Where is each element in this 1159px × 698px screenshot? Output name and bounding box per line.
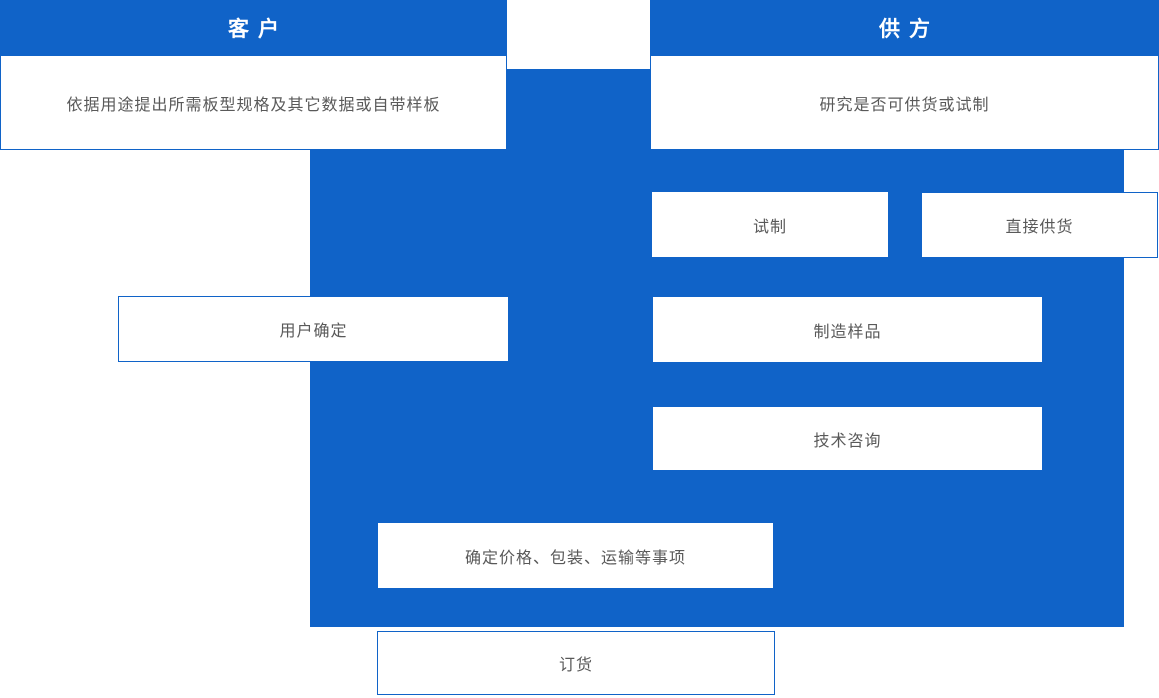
center-connector-column [507,69,650,154]
node-order: 订货 [377,631,775,695]
node-direct-supply: 直接供货 [921,192,1158,258]
node-customer-request: 依据用途提出所需板型规格及其它数据或自带样板 [0,55,507,150]
node-technical-consultation: 技术咨询 [653,407,1042,470]
node-trial-production: 试制 [652,192,888,257]
header-supplier: 供方 [650,0,1159,55]
node-supplier-study: 研究是否可供货或试制 [650,55,1159,150]
node-sample-production: 制造样品 [653,297,1042,362]
header-customer: 客户 [0,0,507,55]
node-price-packaging-transport: 确定价格、包装、运输等事项 [378,523,773,588]
node-user-confirmation: 用户确定 [118,296,509,362]
